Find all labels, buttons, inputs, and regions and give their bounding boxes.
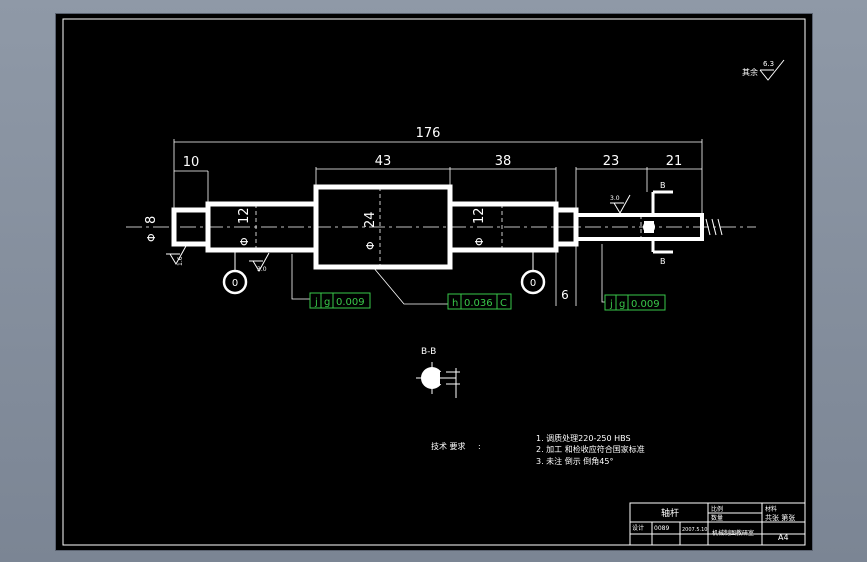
dim-seg-c: 23: [603, 154, 620, 169]
hidden-lines: [255, 187, 642, 267]
dia-end: 8: [144, 216, 159, 224]
shaft-drawing[interactable]: 其余 6.3 B B: [56, 14, 812, 550]
tb-drawing-no: A4: [778, 533, 789, 542]
drawing-border: [62, 18, 806, 546]
gdt-right-sym: j: [609, 299, 613, 310]
tech-item-3: 3. 未注 倒示 倒角45°: [536, 456, 613, 466]
cut-label-top: B: [660, 181, 666, 190]
tb-part-name: 轴杆: [661, 507, 679, 519]
dim-small: 6: [561, 288, 569, 302]
dia-12-right: 12: [472, 207, 487, 224]
tech-title: 技术 要求: [431, 441, 466, 451]
tb-designer: 0089: [654, 525, 669, 532]
tech-colon: :: [478, 442, 481, 451]
datum-marker-left: 0: [222, 250, 248, 295]
gdt-left-tol: 0.009: [336, 297, 365, 308]
keyway: [643, 221, 655, 233]
roughness-symbol-mid: 3.0: [249, 252, 270, 273]
phi-12-right: Φ: [473, 237, 486, 246]
tb-material: 材料: [765, 505, 777, 513]
tb-date: 2007.5.10: [682, 527, 707, 533]
tb-designer-label: 设计: [632, 524, 644, 532]
rough-right-val: 3.0: [610, 195, 620, 202]
dim-seg-a: 43: [375, 154, 392, 169]
roughness-value: 6.3: [763, 60, 774, 68]
roughness-symbol-left: 1.6: [166, 245, 187, 266]
datum-left-text: 0: [232, 278, 238, 289]
gdt-mid-tol: 0.036: [464, 298, 493, 309]
gdt-frame-right: j g 0.009: [604, 294, 666, 311]
tb-scale: 比例: [711, 505, 723, 513]
end-hatch: [705, 218, 723, 236]
section-label: B-B: [421, 347, 436, 357]
dim-seg-b: 38: [495, 154, 512, 169]
gdt-right-tol: 0.009: [631, 299, 660, 310]
cad-viewport[interactable]: 其余 6.3 B B: [55, 13, 813, 551]
roughness-label: 其余: [742, 67, 758, 77]
roughness-symbol-general: 其余 6.3: [742, 59, 785, 81]
dim-seg-d: 21: [666, 154, 683, 169]
rough-left-val: 1.6: [177, 256, 184, 266]
technical-requirements: 技术 要求 : 1. 调质处理220-250 HBS 2. 加工 和检收应符合国…: [431, 433, 645, 466]
phi-12-left: Φ: [238, 237, 251, 246]
dia-12-left: 12: [237, 207, 252, 224]
datum-right-text: 0: [530, 278, 536, 289]
cut-label-bottom: B: [660, 257, 666, 266]
phi-end: Φ: [145, 233, 158, 242]
dim-total: 176: [416, 126, 441, 141]
tech-item-1: 1. 调质处理220-250 HBS: [536, 433, 631, 443]
title-block: 轴杆 比例 数量 材料 共张 第张 设计 0089 2007.5.10 机械制图…: [629, 502, 806, 546]
section-view: B-B: [416, 347, 460, 398]
dia-24: 24: [363, 211, 378, 228]
dim-seg-left: 10: [183, 155, 200, 170]
gdt-right-mod: g: [619, 299, 625, 310]
gdt-mid-datum: C: [500, 298, 507, 309]
gdt-leaders: [291, 244, 605, 305]
tb-qty: 数量: [711, 514, 723, 522]
roughness-symbol-right: 3.0: [610, 194, 631, 214]
gdt-left-mod: g: [324, 297, 330, 308]
gdt-frame-left: j g 0.009: [309, 292, 371, 309]
tb-school: 机械制图教研室: [712, 529, 754, 537]
datum-marker-right: 0: [520, 250, 546, 295]
gdt-left-sym: j: [314, 297, 318, 308]
tech-item-2: 2. 加工 和检收应符合国家标准: [536, 444, 645, 454]
gdt-mid-sym: h: [452, 298, 458, 309]
section-cut-marks: B B: [651, 181, 673, 266]
rough-mid-val: 3.0: [257, 266, 267, 273]
dimension-lines: [173, 139, 703, 306]
diameter-labels: Φ 8 Φ 12 Φ 24 Φ 12: [144, 207, 487, 250]
shaft-body: [171, 184, 704, 270]
phi-24: Φ: [364, 241, 377, 250]
tb-sheets: 共张 第张: [765, 513, 795, 522]
gdt-frame-mid: h 0.036 C: [447, 293, 512, 310]
